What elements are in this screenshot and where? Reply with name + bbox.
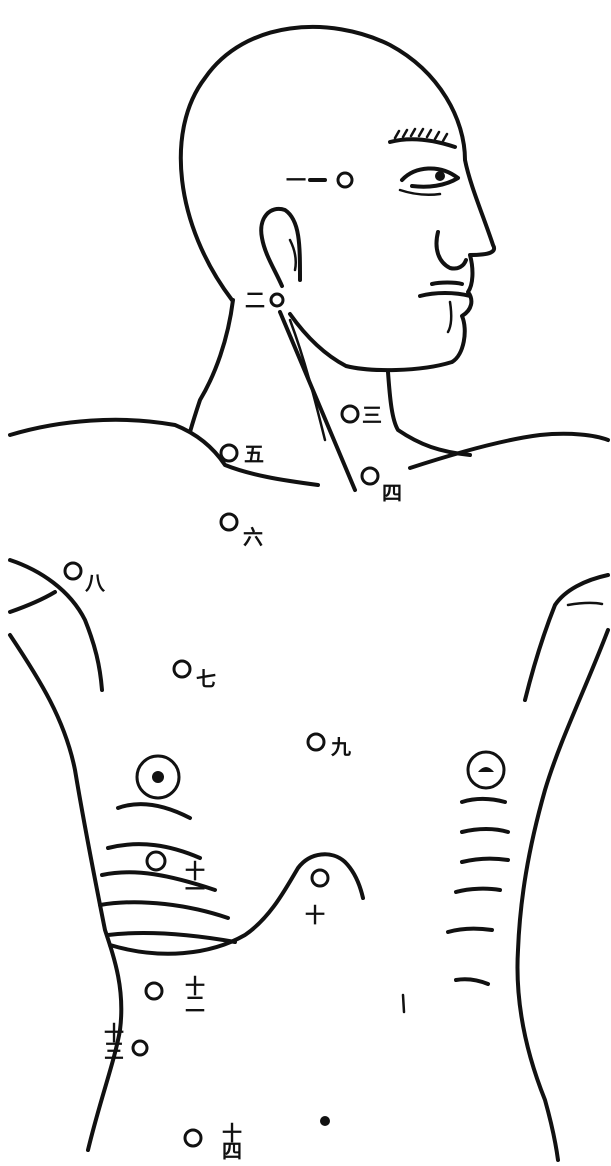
torso-right <box>517 630 608 1160</box>
point-5-circle <box>221 445 237 461</box>
point-14-circle <box>185 1130 201 1146</box>
point-14-label: 十 四 <box>222 1121 249 1163</box>
point-10-circle <box>312 870 328 886</box>
mouth <box>420 283 470 297</box>
eye-crease <box>400 190 440 195</box>
shoulder-left <box>10 420 318 485</box>
point-7-label: 七 <box>196 667 216 691</box>
arm-left-fold <box>10 592 55 612</box>
point-4-label: 四 <box>382 481 402 505</box>
point-12-label: 十 二 <box>185 974 212 1016</box>
point-11-label: 十 一 <box>185 859 212 901</box>
eye <box>402 168 458 186</box>
arm-right-fold <box>568 603 602 605</box>
point-6-label: 六 <box>243 525 263 549</box>
point-4-circle <box>362 468 378 484</box>
point-11-circle <box>147 852 165 870</box>
point-13-label: 十 三 <box>104 1021 131 1063</box>
nose <box>437 232 467 269</box>
ribs-left <box>100 804 235 942</box>
point-11-label-bottom: 一 <box>185 877 205 901</box>
point-12-circle <box>146 983 162 999</box>
point-14-label-bottom: 四 <box>222 1139 242 1163</box>
point-9-label: 九 <box>330 735 351 759</box>
point-13-label-bottom: 三 <box>104 1039 124 1063</box>
point-9-circle <box>308 734 324 750</box>
point-8-label: 八 <box>85 571 106 595</box>
head-outline <box>181 27 494 370</box>
torso-left <box>10 635 121 1150</box>
point-1-label: 一 <box>286 168 306 192</box>
neck-muscle <box>280 312 355 490</box>
point-2-label: 二 <box>245 288 265 312</box>
point-10-label: 十 <box>305 903 325 927</box>
arm-right-top <box>525 575 608 700</box>
ribs-right <box>448 799 508 984</box>
eye-pupil <box>435 171 445 181</box>
ink-mark <box>403 995 404 1012</box>
point-6-circle <box>221 514 237 530</box>
cheek-line <box>448 302 451 332</box>
ink-dot <box>320 1116 330 1126</box>
point-12-label-bottom: 二 <box>185 992 205 1016</box>
ear-inner <box>290 240 296 270</box>
neck-right <box>388 372 470 455</box>
point-3-circle <box>342 406 358 422</box>
point-3-label: 三 <box>362 403 382 427</box>
point-2-circle <box>271 294 283 306</box>
eyebrow <box>390 139 455 147</box>
point-1-circle <box>338 173 352 187</box>
point-7-circle <box>174 661 190 677</box>
neck-left <box>190 300 233 432</box>
nipple-left-center <box>152 771 164 783</box>
point-8-circle <box>65 563 81 579</box>
point-13-circle <box>133 1041 147 1055</box>
point-5-label: 五 <box>244 442 264 466</box>
